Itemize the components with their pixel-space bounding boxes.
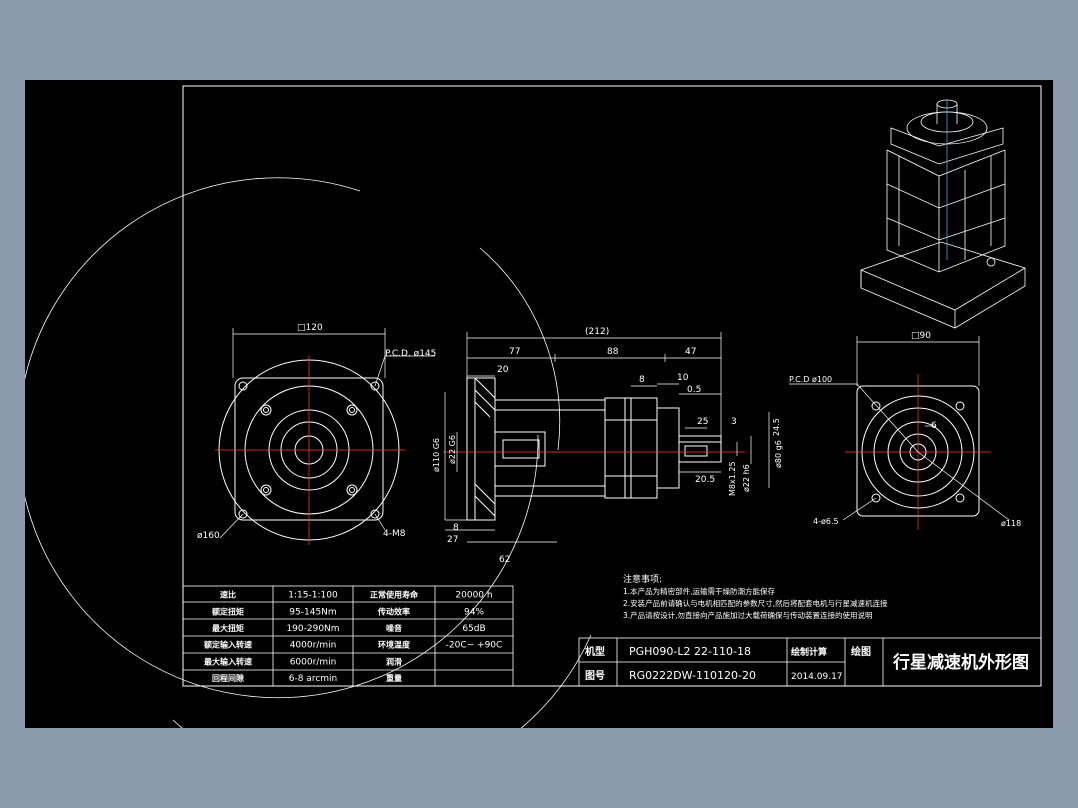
notes-line-3: 3.产品请按设计,勿直接向产品施加过大载荷确保与传动装置连接的使用说明 [623,610,873,620]
notes-title: 注意事项: [623,573,662,585]
spec-cell: 最大扭矩 [212,623,244,633]
side-dim-3: 3 [731,417,737,427]
notes-line-1: 1.本产品为精密部件,运输需干燥防潮方能保存 [623,586,776,596]
spec-cell: 94% [464,607,484,617]
spec-cell: 额定扭矩 [212,606,244,616]
arc-right [479,247,561,451]
spec-cell: 4000r/min [290,641,337,651]
date-value: 2014.09.17 [791,672,843,682]
spec-cell: 润滑 [386,656,402,666]
drawing-label: 图号 [585,670,605,682]
spec-cell: -20C~ +90C [446,641,503,651]
large-arc [17,177,539,699]
side-dim-shaft: ø22 h6 [742,464,751,492]
rear-dim-holes: 4-ø6.5 [813,517,839,526]
side-dim-bore: ø22 G6 [448,435,457,464]
spec-cell: 95-145Nm [289,607,336,617]
model-value: PGH090-L2 22-110-18 [629,645,751,658]
side-dim-thread: M8x1.25 [728,461,737,496]
spec-cell: 190-290Nm [286,624,339,634]
title-block [578,637,1042,687]
spec-cell: 20000 h [455,591,492,601]
spec-cell: 额定输入转速 [204,640,252,650]
side-dim-245: 24.5 [772,418,781,436]
side-dim-27: 27 [447,535,458,545]
spec-table [182,585,514,687]
side-dim-flange: 20 [497,365,509,375]
rear-dim-width: □90 [911,331,931,341]
side-dims [444,332,770,543]
side-view [466,377,722,521]
side-dim-out: ø80 g6 [774,440,783,468]
rear-dim-dia: ø118 [1001,519,1021,528]
spec-cell: 1:15-1:100 [288,591,338,601]
side-dim-8-top: 8 [639,375,645,385]
spec-cell: 正常使用寿命 [370,590,419,600]
rear-dim-pcd: P.C.D ø100 [789,375,832,384]
front-dims [219,328,435,539]
side-dim-seg2: 88 [607,347,619,357]
side-dim-05: 0.5 [687,385,701,395]
spec-cell: 速比 [220,590,236,600]
front-dim-dia: ø160 [197,531,220,541]
side-dim-10: 10 [677,373,689,383]
side-dim-25: 25 [697,417,708,427]
spec-cell: 回程间隙 [212,673,244,683]
side-dim-8-bot: 8 [453,523,459,533]
spec-cell: 噪音 [386,623,402,633]
rear-dims [789,336,1010,521]
front-dim-holes: 4-M8 [383,529,406,539]
spec-cells: 速比 1:15-1:100 正常使用寿命 20000 h 额定扭矩 95-145Nm 传动效… [204,590,502,684]
side-dim-seg1: 77 [509,347,520,357]
drawing-title: 行星减速机外形图 [892,652,1029,673]
side-dim-205: 20.5 [695,475,715,485]
model-label: 机型 [585,645,605,658]
side-dim-total: (212) [585,327,609,337]
spec-cell: 传动效率 [377,606,410,616]
side-dim-seg3: 47 [685,347,696,357]
notes-line-2: 2.安装产品前请确认与电机相匹配的参数尺寸,然后将配套电机与行星减速机连接 [623,598,888,608]
drawing-value: RG0222DW-110120-20 [629,669,756,682]
drawing-sheet: □120 P.C.D. ø145 ø160 4-M8 [17,80,1053,791]
spec-cell: 重量 [386,673,402,683]
side-dim-in: ø110 G6 [432,438,441,472]
spec-cell: 最大输入转速 [204,656,252,666]
spec-cell: 65dB [462,624,485,634]
spec-cell: 6000r/min [290,657,337,667]
author-label: 绘图 [851,645,871,658]
cad-drawing: □120 P.C.D. ø145 ø160 4-M8 [17,85,1042,791]
side-dim-62: 62 [499,555,510,565]
front-centerlines [215,355,405,545]
isometric-gearbox [860,99,1026,329]
front-dim-pcd: P.C.D. ø145 [385,349,436,359]
spec-cell: 6-8 arcmin [289,674,338,684]
rear-dim-key: 6 [931,421,937,431]
spec-cell: 环境温度 [378,640,411,650]
front-dim-width: □120 [297,323,323,333]
draft-label: 绘制计算 [791,646,827,658]
